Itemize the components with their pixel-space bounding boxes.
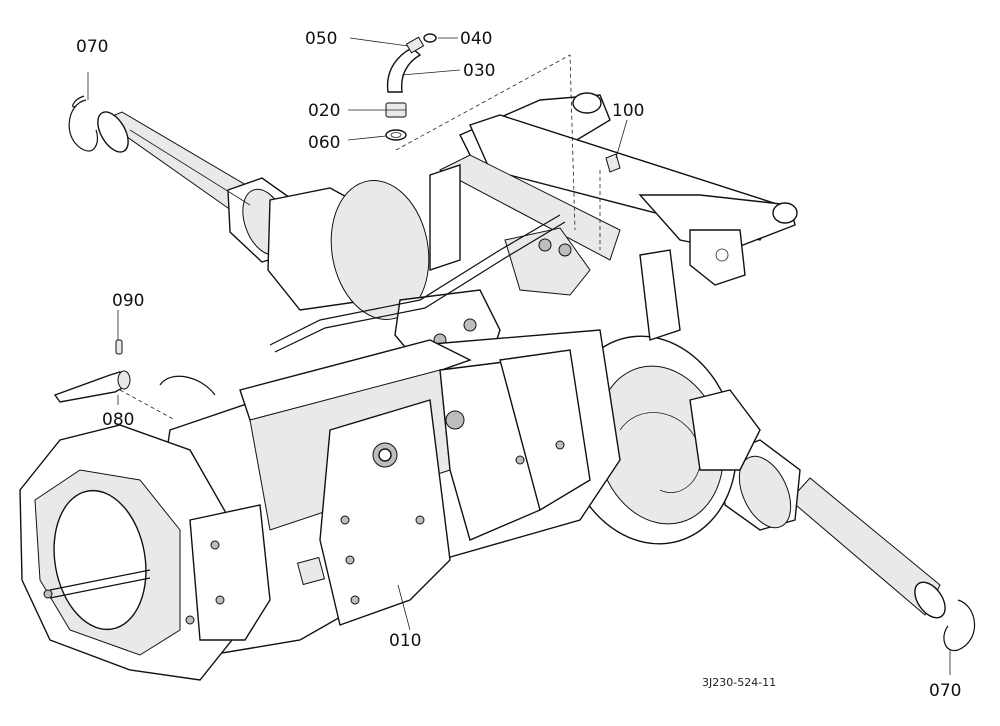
leader-lines	[117, 37, 628, 631]
hydraulic-lift-assembly	[429, 92, 798, 341]
right-axle-shaft	[719, 439, 946, 619]
callout-070-right: 070	[929, 681, 961, 701]
clutch-housing	[19, 424, 271, 681]
callout-100: 100	[612, 101, 644, 121]
callout-050: 050	[305, 29, 337, 49]
drawing-number: 3J230-524-11	[702, 676, 776, 689]
callout-070-left: 070	[76, 37, 108, 57]
callout-080: 080	[102, 410, 134, 430]
adapter-020	[385, 102, 407, 118]
callout-040: 040	[460, 29, 492, 49]
callout-060: 060	[308, 133, 340, 153]
callout-010: 010	[389, 631, 421, 651]
seal-040	[423, 33, 437, 43]
callout-030: 030	[463, 61, 495, 81]
elbow-fitting-030	[386, 36, 425, 93]
rear-axle-housing-left	[267, 180, 430, 320]
snap-ring-right	[943, 599, 976, 675]
callout-020: 020	[308, 101, 340, 121]
pin-090	[115, 339, 123, 355]
o-ring-060	[385, 129, 407, 141]
pipe-080	[53, 370, 131, 403]
callout-090: 090	[112, 291, 144, 311]
snap-ring-left	[68, 72, 99, 152]
plug-100	[605, 153, 621, 173]
